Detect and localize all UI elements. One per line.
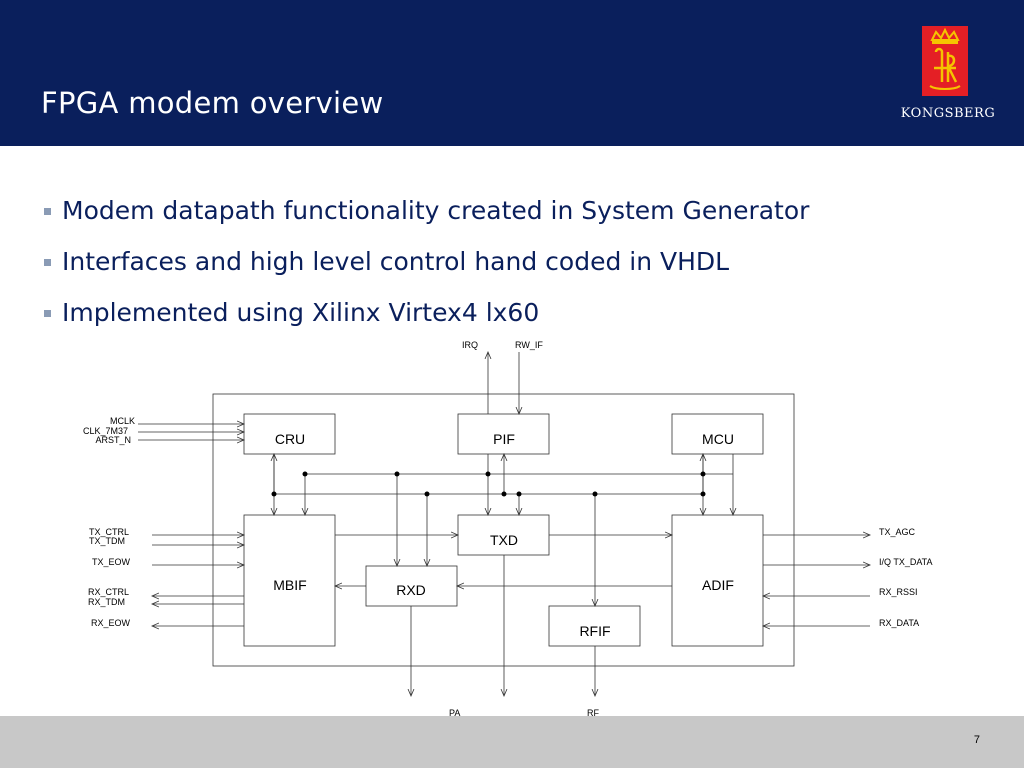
junction-dot	[302, 471, 308, 477]
rfif-label: RFIF	[579, 623, 610, 639]
junction-dot	[516, 491, 522, 497]
junction-dot	[271, 491, 277, 497]
junction-dot	[501, 491, 507, 497]
bullet-item: Implemented using Xilinx Virtex4 lx60	[42, 298, 809, 349]
slide-header: FPGA modem overview KONGSBERG	[0, 0, 1024, 146]
mbif-block	[243, 514, 336, 647]
adif-label: ADIF	[702, 577, 734, 593]
rx-data-label: RX_DATA	[879, 618, 919, 628]
arst-n-label: ARST_N	[95, 435, 131, 445]
bullet-square-icon	[44, 310, 51, 317]
tx-ctrl-label: TX_CTRL	[89, 527, 129, 537]
junction-dot	[700, 491, 706, 497]
fpga-boundary	[212, 393, 795, 667]
irq-label: IRQ	[462, 340, 478, 350]
fpga-block-diagram: CRU PIF MCU TXD MBIF RXD ADIF RFIF IRQ R…	[83, 340, 933, 718]
bullet-square-icon	[44, 208, 51, 215]
tx-eow-label: TX_EOW	[92, 557, 131, 567]
rx-ctrl-label: RX_CTRL	[88, 587, 129, 597]
rx-rssi-label: RX_RSSI	[879, 587, 918, 597]
slide-footer: 7	[0, 716, 1024, 768]
rw-if-label: RW_IF	[515, 340, 543, 350]
mcu-label: MCU	[702, 431, 734, 447]
clk-7m37-label: CLK_7M37	[83, 426, 128, 436]
slide-title: FPGA modem overview	[41, 86, 384, 120]
rxd-label: RXD	[396, 582, 426, 598]
pif-label: PIF	[493, 431, 515, 447]
rx-eow-label: RX_EOW	[91, 618, 131, 628]
tx-agc-label: TX_AGC	[879, 527, 916, 537]
bullet-square-icon	[44, 259, 51, 266]
rf-label: RF	[587, 708, 599, 718]
kongsberg-logo: KONGSBERG	[895, 24, 1001, 124]
junction-dot	[485, 471, 491, 477]
bullet-text: Implemented using Xilinx Virtex4 lx60	[62, 298, 540, 327]
junction-dot	[394, 471, 400, 477]
logo-text: KONGSBERG	[900, 106, 996, 121]
bullet-item: Interfaces and high level control hand c…	[42, 247, 809, 298]
bullet-item: Modem datapath functionality created in …	[42, 196, 809, 247]
bullet-text: Modem datapath functionality created in …	[62, 196, 810, 225]
bullet-list: Modem datapath functionality created in …	[42, 196, 809, 349]
cru-label: CRU	[275, 431, 305, 447]
page-number: 7	[973, 734, 980, 746]
rx-tdm-label: RX_TDM	[88, 597, 125, 607]
junction-dot	[700, 471, 706, 477]
txd-label: TXD	[490, 532, 518, 548]
bullet-text: Interfaces and high level control hand c…	[62, 247, 730, 276]
crown-crest-icon	[922, 26, 968, 96]
mclk-label: MCLK	[110, 416, 135, 426]
mbif-label: MBIF	[273, 577, 306, 593]
junction-dot	[592, 491, 598, 497]
junction-dot	[424, 491, 430, 497]
iq-tx-data-label: I/Q TX_DATA	[879, 557, 933, 567]
pa-label: PA	[449, 708, 460, 718]
adif-block	[671, 514, 764, 647]
mcu-block	[671, 413, 764, 455]
tx-tdm-label: TX_TDM	[89, 536, 125, 546]
